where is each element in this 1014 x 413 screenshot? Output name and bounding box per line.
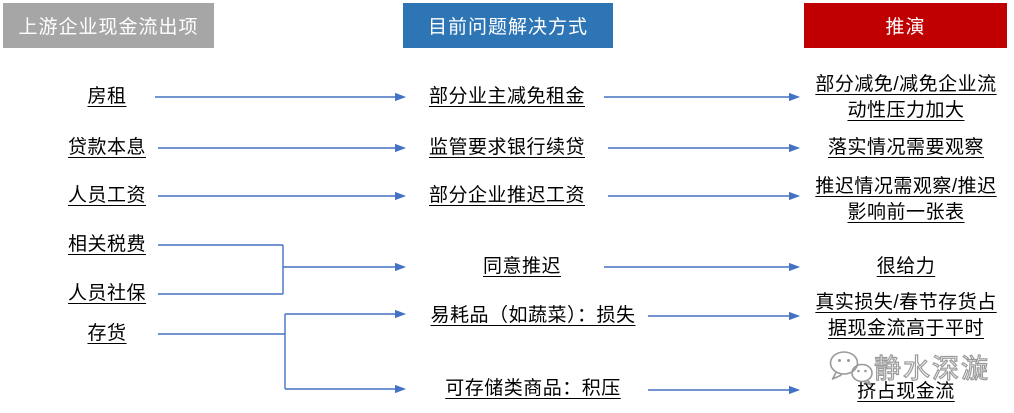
wechat-icon (829, 351, 873, 386)
header-deduction: 推演 (804, 3, 1007, 48)
right-item-observe-delay: 推迟情况需观察/推迟 影响前一张表 (815, 176, 997, 223)
left-item-inventory: 存货 (87, 323, 127, 344)
mid-item-agree-postpone: 同意推迟 (482, 256, 561, 277)
left-item-staff-wages: 人员工资 (67, 185, 146, 206)
mid-item-wage-delay: 部分企业推迟工资 (428, 185, 585, 206)
watermark-text: 静水深漩 (873, 353, 990, 384)
mid-item-loan-renewal: 监管要求银行续贷 (428, 137, 585, 158)
header-upstream-cash-outflows: 上游企业现金流出项 (3, 3, 214, 48)
left-item-social-security: 人员社保 (67, 283, 146, 304)
left-item-taxes: 相关税费 (67, 234, 146, 255)
left-item-rent: 房租 (87, 86, 127, 107)
right-item-effective: 很给力 (876, 256, 936, 277)
left-item-loan-principal: 贷款本息 (67, 137, 146, 158)
right-item-liquidity-pressure: 部分减免/减免企业流 动性压力加大 (815, 74, 997, 121)
header-current-solutions: 目前问题解决方式 (403, 3, 613, 48)
right-item-real-loss: 真实损失/春节存货占 据现金流高于平时 (815, 292, 997, 339)
mid-item-rent-reduction: 部分业主减免租金 (428, 86, 585, 107)
right-item-observe-implementation: 落实情况需要观察 (827, 137, 984, 158)
mid-item-perishables-loss: 易耗品（如蔬菜）：损失 (430, 305, 636, 326)
mid-item-storable-backlog: 可存储类商品：积压 (445, 378, 621, 399)
right-item-cashflow-squeeze: 挤占现金流 (857, 381, 955, 402)
watermark: 静水深漩 (828, 347, 1014, 387)
